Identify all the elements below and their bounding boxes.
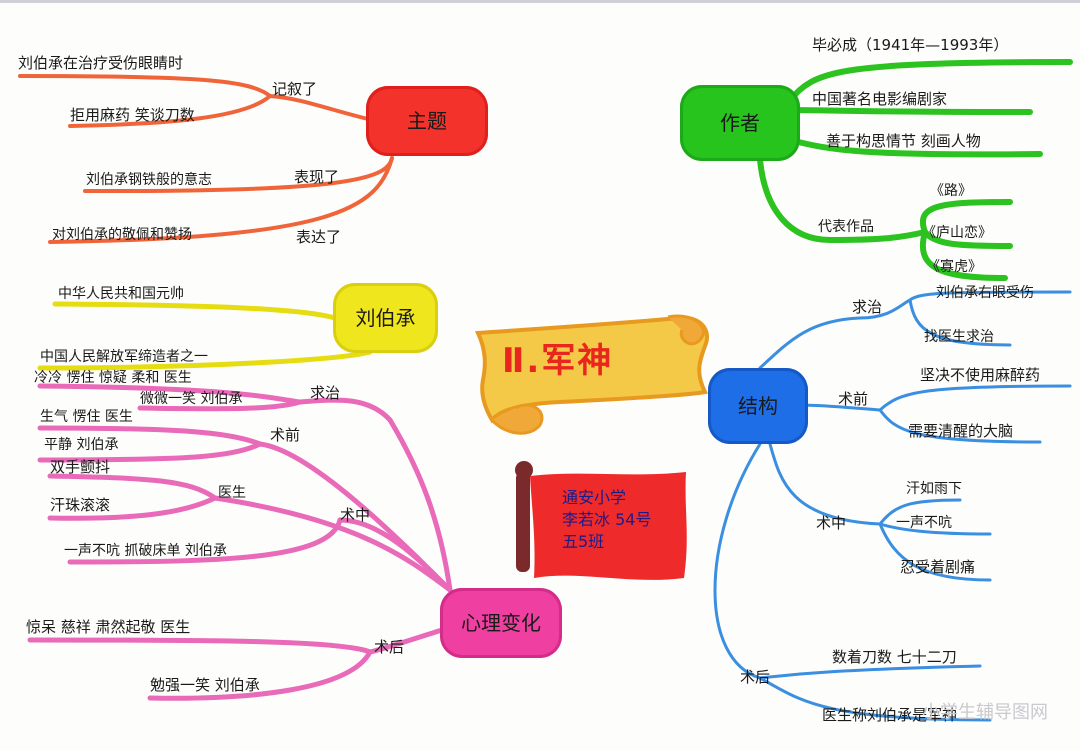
structure-shuqian-1: 坚决不使用麻醉药: [920, 366, 1041, 384]
author-item-2: 中国著名电影编剧家: [812, 90, 948, 108]
psych-shuzhong-doctor-2: 汗珠滚滚: [50, 496, 111, 514]
structure-shuzhong-2: 一声不吭: [896, 515, 952, 531]
theme-connector-3: 表达了: [296, 228, 342, 246]
structure-shuhou-1: 数着刀数 七十二刀: [832, 648, 957, 666]
liu-node: 刘伯承: [333, 283, 438, 353]
psych-shuzhong-doctor-1: 双手颤抖: [50, 458, 111, 476]
structure-shuqian-2: 需要清醒的大脑: [908, 422, 1014, 440]
theme-leaf-4: 对刘伯承的敬佩和赞扬: [52, 227, 192, 243]
flag-student: 李若冰 54号: [562, 510, 652, 529]
flag-shape: [515, 461, 687, 580]
psych-shuzhong-liu: 一声不吭 抓破床单 刘伯承: [64, 543, 227, 559]
theme-leaf-2: 拒用麻药 笑谈刀数: [70, 106, 195, 124]
structure-shuzhong-label: 术中: [816, 514, 847, 532]
watermark: 小学生辅导图网: [922, 702, 1048, 723]
theme-node: 主题: [366, 86, 488, 156]
structure-node: 结构: [708, 368, 808, 444]
structure-shuhou-label: 术后: [740, 668, 771, 686]
structure-qiuzhi-label: 求治: [852, 298, 883, 316]
structure-qiuzhi-2: 找医生求治: [924, 329, 994, 345]
psych-qiuzhi-liu: 微微一笑 刘伯承: [140, 391, 243, 407]
author-work-2: 《庐山恋》: [922, 225, 992, 241]
author-node: 作者: [680, 85, 800, 161]
author-item-1: 毕必成（1941年—1993年）: [812, 36, 1009, 54]
psych-shuhou-label: 术后: [374, 638, 405, 656]
author-works-label: 代表作品: [818, 219, 874, 235]
scroll-shape: [474, 314, 709, 435]
psych-qiuzhi-doctor: 冷冷 愣住 惊疑 柔和 医生: [34, 370, 192, 386]
psych-shuqian-liu: 平静 刘伯承: [44, 437, 119, 453]
psych-shuhou-liu: 勉强一笑 刘伯承: [150, 676, 260, 694]
theme-leaf-1: 刘伯承在治疗受伤眼睛时: [18, 54, 184, 72]
structure-shuzhong-1: 汗如雨下: [906, 481, 962, 497]
psych-shuzhong-label: 术中: [340, 506, 371, 524]
psych-qiuzhi-label: 求治: [310, 384, 341, 402]
structure-shuqian-label: 术前: [838, 390, 869, 408]
psych-shuzhong-doctor-label: 医生: [218, 485, 246, 501]
structure-shuhou-2: 医生称刘伯承是军神: [822, 706, 958, 724]
psych-shuqian-label: 术前: [270, 426, 301, 444]
theme-connector-1: 记叙了: [272, 80, 318, 98]
author-item-3: 善于构思情节 刻画人物: [826, 132, 981, 150]
psych-shuqian-doctor: 生气 愣住 医生: [40, 409, 133, 425]
psych-shuhou-doctor: 惊呆 慈祥 肃然起敬 医生: [26, 618, 191, 636]
structure-shuzhong-3: 忍受着剧痛: [900, 558, 976, 576]
structure-qiuzhi-1: 刘伯承右眼受伤: [936, 285, 1034, 301]
theme-leaf-3: 刘伯承钢铁般的意志: [86, 172, 212, 188]
author-work-3: 《寡虎》: [926, 259, 982, 275]
author-work-1: 《路》: [930, 183, 972, 199]
flag-class: 五5班: [562, 532, 605, 551]
flag-school: 通安小学: [562, 488, 627, 507]
psych-node: 心理变化: [440, 588, 562, 658]
liu-item-2: 中国人民解放军缔造者之一: [40, 349, 208, 365]
top-edge: [0, 0, 1080, 3]
theme-connector-2: 表现了: [294, 168, 340, 186]
liu-item-1: 中华人民共和国元帅: [58, 286, 184, 302]
center-title: Ⅱ.军神: [502, 341, 614, 381]
